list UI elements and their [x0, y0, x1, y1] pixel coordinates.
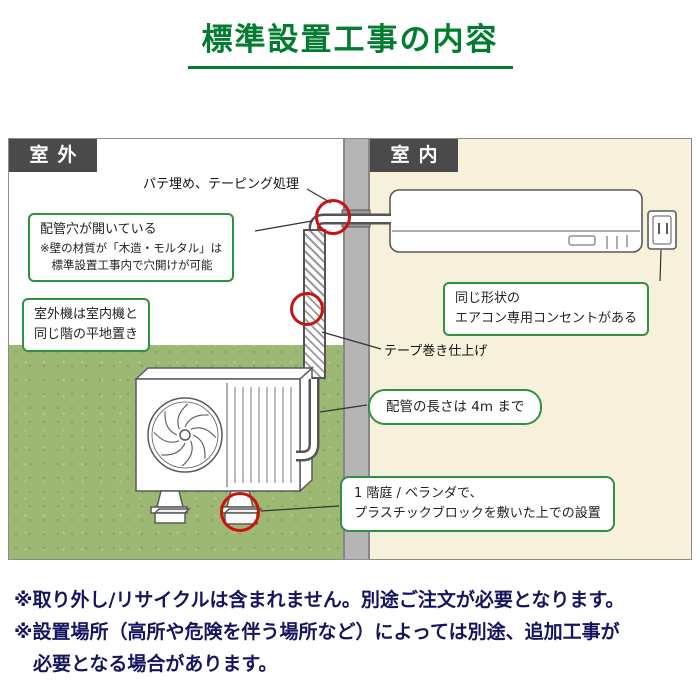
page-title-wrap: 標準設置工事の内容: [0, 14, 700, 69]
outlet-callout: 同じ形状の エアコン専用コンセントがある: [443, 282, 650, 336]
pipe-hole-line1: 配管穴が開いている: [40, 222, 157, 237]
outdoor-unit-line1: 室外機は室内機と: [34, 307, 139, 322]
footnotes: ※取り外し/リサイクルは含まれません。別途ご注文が必要となります。 ※設置場所（…: [14, 585, 690, 681]
footnote-recycle: ※取り外し/リサイクルは含まれません。別途ご注文が必要となります。: [14, 589, 625, 611]
page-title: 標準設置工事の内容: [187, 14, 513, 69]
plastic-block-callout: 1 階庭 / ベランダで、 プラスチックブロックを敷いた上での設置: [340, 476, 615, 532]
highlight-plastic-block-circle: [220, 492, 260, 532]
outlet-line1: 同じ形状の: [455, 291, 521, 306]
footnote-location-1: ※設置場所（高所や危険を伴う場所など）によっては別途、追加工事が: [14, 620, 620, 643]
outlet-line2: エアコン専用コンセントがある: [455, 310, 638, 326]
tape-finish-label: テープ巻き仕上げ: [384, 344, 488, 359]
footnote-location-2: 必要となる場合があります。: [14, 652, 278, 675]
putty-taping-label: パテ埋め、テーピング処理: [143, 177, 300, 192]
pipe-length-callout: 配管の長さは 4m まで: [368, 389, 543, 426]
outdoor-unit-callout: 室外機は室内機と 同じ階の平地置き: [22, 298, 151, 352]
outlet-drawing: [647, 210, 677, 250]
outdoor-unit-line2: 同じ階の平地置き: [34, 326, 139, 342]
plastic-block-line2: プラスチックブロックを敷いた上での設置: [354, 505, 601, 521]
highlight-taped-pipe-circle: [290, 292, 324, 326]
pipe-hole-line3: 標準設置工事内で穴開けが可能: [51, 257, 213, 272]
pipe-hole-line2: ※壁の材質が「木造・モルタル」は: [40, 240, 223, 255]
highlight-wall-hole-circle: [315, 199, 351, 235]
plastic-block-line1: 1 階庭 / ベランダで、: [354, 486, 483, 501]
installation-diagram: 室外 室内 パテ埋め、テーピング処理 配管穴が開いている ※壁の材質が「木造・モ…: [8, 138, 692, 560]
indoor-unit-drawing: [389, 189, 643, 253]
indoor-zone-label: 室内: [370, 139, 458, 172]
outdoor-zone-label: 室外: [9, 139, 97, 172]
pipe-hole-callout: 配管穴が開いている ※壁の材質が「木造・モルタル」は 標準設置工事内で穴開けが可…: [28, 213, 235, 282]
